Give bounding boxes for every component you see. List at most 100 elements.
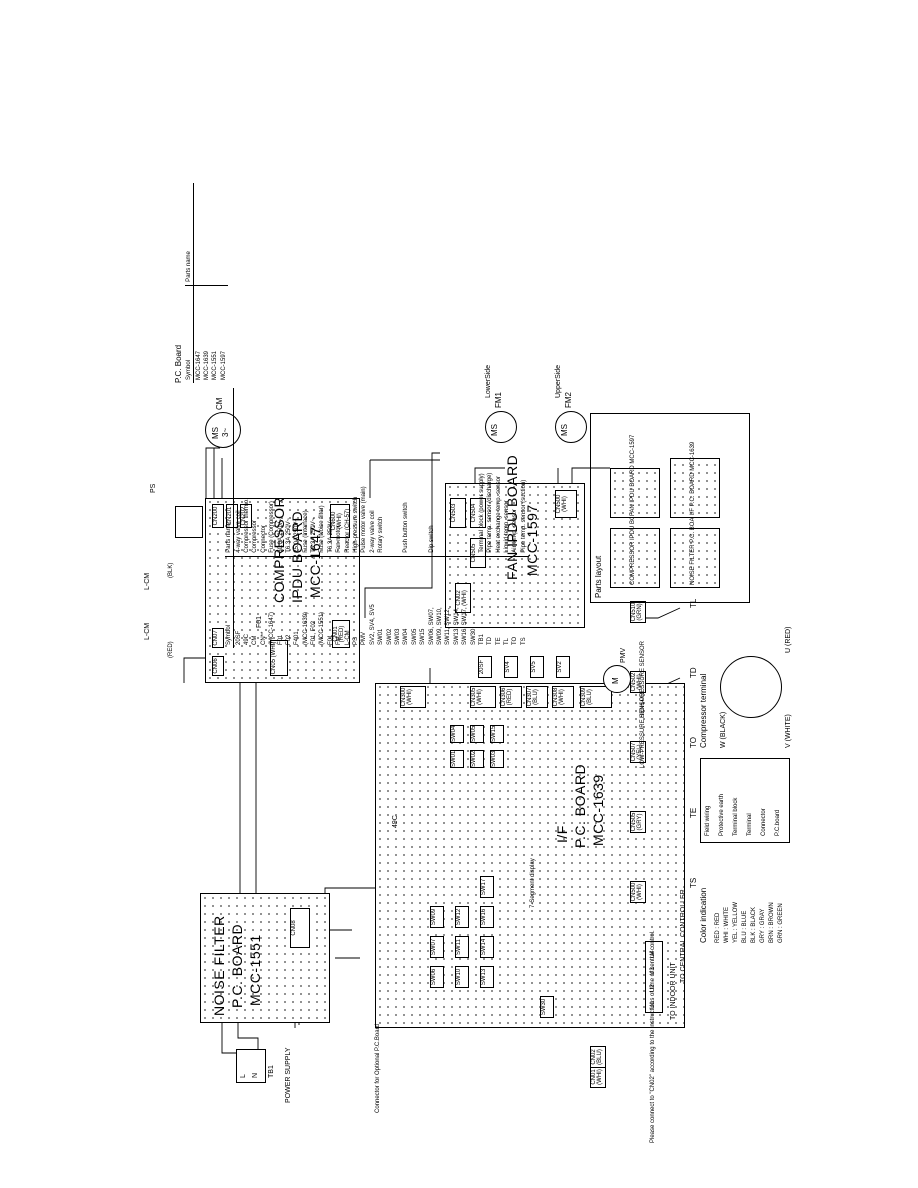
parts-table-row: CM Compressor [251, 388, 260, 648]
parts-table-cell [419, 388, 427, 556]
parts-table-header-cell: Symbol [225, 556, 234, 648]
pcb-table-cell [194, 183, 203, 285]
reactor-label-2: L-CM [144, 572, 151, 590]
parts-table-cell: L-CM [343, 556, 352, 648]
please-note-label: Please connect to "CN02" according to th… [650, 930, 656, 1143]
dip-sw30[interactable]: SW30 [540, 996, 554, 1018]
parts-table-cell: TL [502, 556, 512, 648]
if-board-label-2: P.C. BOARD [572, 763, 588, 848]
parts-table-cell: SW09, SW10, [435, 556, 445, 648]
connector-cn02-if: CN02 (BLU) [590, 1046, 606, 1068]
parts-table-cell: (MCC-1647) [267, 556, 277, 648]
parts-table-row: (MCC-1551)Fuse (Noise filter) [318, 388, 327, 648]
parts-table-row: SW16, SW17, [460, 388, 470, 648]
parts-table-cell: F401 [293, 556, 302, 648]
connector-cn01-if: CN01 (WHI) [590, 1066, 606, 1088]
layout-fan-label: FAN IPDU BOARD MCC-1597 [630, 434, 636, 516]
parts-table-row: SW30 [469, 388, 478, 648]
parts-table-cell [453, 388, 461, 556]
dip-sw10[interactable]: SW10 [455, 966, 469, 988]
connector-cn500-if: CN500 (WHI) [630, 881, 646, 903]
rotary-sw02[interactable]: SW02 [470, 750, 484, 768]
if-board-label-1: I/F [554, 825, 570, 843]
parts-table-cell: SW01 [377, 556, 386, 648]
low-pressure-label: LOW-PRESSURE SENSOR [640, 692, 646, 768]
fm2-label: FM2 [564, 392, 573, 408]
dip-sw16[interactable]: SW16 [480, 906, 494, 928]
symbol-item: Terminal block [733, 797, 739, 836]
parts-table-cell [385, 388, 393, 556]
rotary-sw03[interactable]: SW03 [490, 750, 504, 768]
dip-sw11[interactable]: SW11 [455, 936, 469, 958]
parts-table-cell: T6.3A 250V~ [311, 517, 318, 553]
connector-cn505-if: CN505 (GRY) [630, 811, 646, 833]
parts-table-row: SW02 [385, 388, 394, 648]
parts-table-cell: 49C [242, 556, 252, 648]
noise-board-label-3: MCC-1551 [247, 934, 263, 1006]
parts-table-cell: High-pressure switch [353, 496, 360, 553]
connector-cn200: CN200 [212, 504, 224, 528]
parts-table-cell: TB1 [477, 556, 487, 648]
pcb-table-row: MCC-1647 [193, 183, 203, 383]
parts-table-cell: Pipe temp. sensor (discharge) [487, 472, 494, 553]
rotary-sw01[interactable]: SW01 [450, 750, 464, 768]
wire-blk-label: (BLK) [168, 562, 174, 578]
parts-table-cell: SW03 [393, 556, 403, 648]
parts-table-cell: CM [251, 556, 260, 648]
parts-table-cell: Reactor (CH-57) [344, 508, 351, 553]
parts-table-cell: Fuse (Noise filter) [319, 505, 326, 553]
connector-cn10-noise: CN08 [290, 908, 310, 948]
connector-optional-label: Connector for Optional P.C.Board [375, 1024, 381, 1113]
parts-table-cell: 20SF [233, 556, 243, 648]
connector-cn305: CN305 (WHI) [470, 686, 496, 708]
seven-seg-label: 7-Segment display [530, 858, 536, 908]
color-item: GRY : GRAY [760, 908, 766, 943]
push-sw05[interactable]: SW05 [470, 725, 484, 743]
dip-sw07[interactable]: SW07 [430, 936, 444, 958]
parts-table-cell: SW06, SW07, [427, 556, 436, 648]
parts-table-cell: SW16, SW17, [460, 556, 470, 648]
parts-table-cell: Rotary switch [378, 516, 385, 553]
symbol-item: Field wiring [705, 805, 711, 836]
parts-table-cell [469, 388, 477, 556]
pcb-table-cell [203, 183, 211, 285]
connector-cn307: CN307 (BLU) [526, 686, 548, 708]
parts-table-cell: Compressor [252, 520, 259, 553]
valve-sv2: SV2 [556, 656, 570, 678]
ps-label: PS [150, 483, 157, 493]
parts-table-row: SW11, SW12, [444, 388, 453, 648]
parts-table-row: SW13, SW14, [452, 388, 461, 648]
symbol-item: Connector [761, 808, 767, 836]
valve-20sf: 20SF [478, 656, 492, 678]
parts-table-cell: 50.0A 250V~ [277, 518, 284, 553]
parts-table-cell: FM [335, 556, 344, 648]
dip-sw13[interactable]: SW13 [480, 966, 494, 988]
parts-table-cell [436, 388, 444, 556]
pcb-table-cell: MCC-1639 [202, 285, 212, 383]
parts-table-cell: 4-way valve coil [235, 510, 242, 553]
dip-sw14[interactable]: SW14 [480, 936, 494, 958]
dip-sw09[interactable]: SW09 [430, 906, 444, 928]
dip-sw06[interactable]: SW06 [430, 966, 444, 988]
compressor-terminal-diagram [720, 656, 782, 718]
push-sw15[interactable]: SW15 [490, 725, 504, 743]
reactor-label-1: L-CM [144, 622, 151, 640]
dip-sw12[interactable]: SW12 [455, 906, 469, 928]
parts-table-cell: TS [519, 556, 529, 648]
to-indoor-label: TO INDOOR UNIT [670, 962, 677, 1020]
push-sw04[interactable]: SW04 [450, 725, 464, 743]
dip-sw17[interactable]: SW17 [480, 876, 494, 898]
parts-table-cell: 2-way valve coil [369, 510, 376, 553]
connector-cn07: CN07 [212, 628, 224, 648]
